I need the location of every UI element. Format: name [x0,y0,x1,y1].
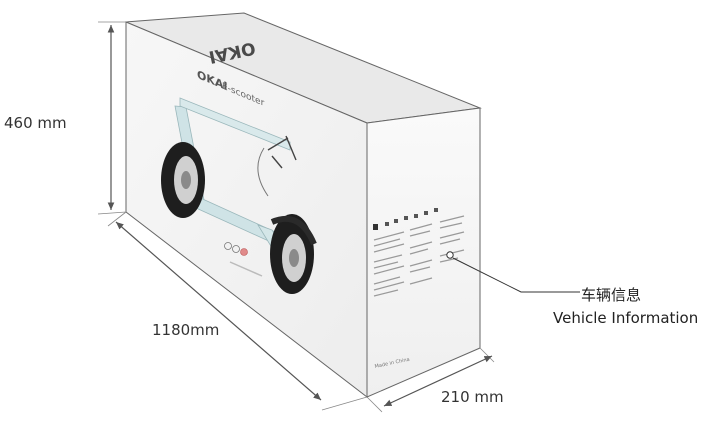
rear-wheel [270,214,317,294]
box-side-face [366,107,481,398]
length-dimension-line [115,221,322,401]
vehicle-info-callout: 车辆信息 Vehicle Information [446,251,698,327]
length-label: 1180mm [152,321,219,339]
height-label: 460 mm [4,114,67,132]
scooter-cable [257,147,269,197]
callout-leader-line [452,257,580,293]
brake-lever [267,135,297,169]
callout-anchor [446,251,454,259]
front-wheel [161,142,205,218]
scooter-handlebar [179,97,291,151]
width-dimension: 210 mm [366,347,504,413]
shipping-box: OKAI OKAI E-scooter [125,12,482,399]
callout-label-en: Vehicle Information [553,309,698,327]
height-dimension: 460 mm [4,21,127,215]
width-dimension-line [383,355,493,407]
callout-label-cn: 车辆信息 [581,286,641,304]
length-dimension: 1180mm [107,211,368,411]
width-label: 210 mm [441,388,504,406]
